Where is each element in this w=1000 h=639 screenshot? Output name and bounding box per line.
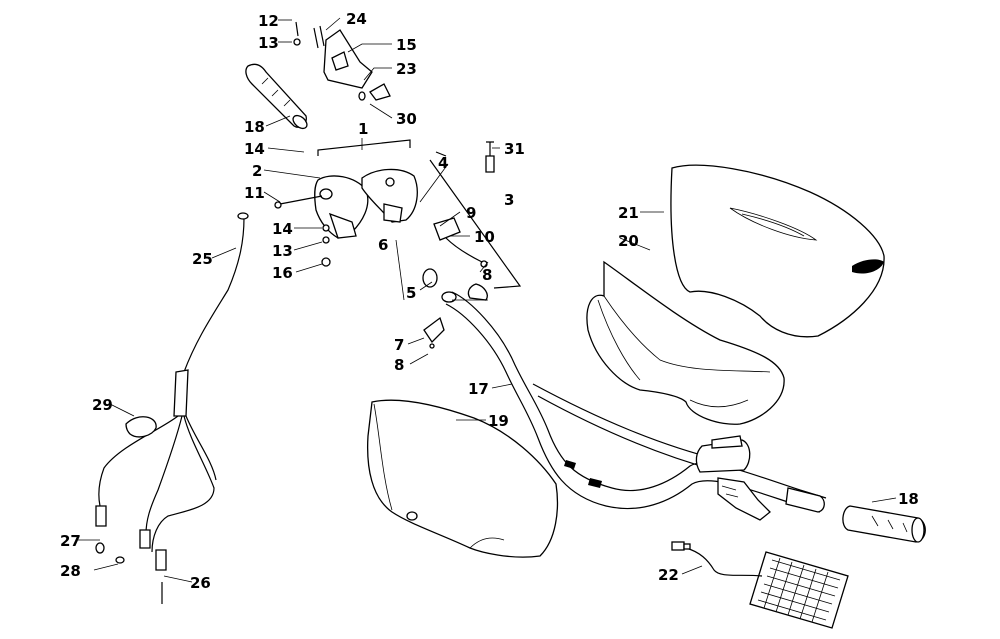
- callout-2: 2: [252, 162, 262, 180]
- callout-6: 6: [378, 236, 388, 254]
- mirror-bracket: [293, 21, 391, 101]
- callout-5: 5: [406, 284, 416, 302]
- right-grip: [785, 487, 926, 543]
- callout-9: 9: [466, 204, 476, 222]
- callout-30: 30: [396, 110, 417, 128]
- callout-20: 20: [618, 232, 639, 250]
- windshield: [670, 164, 885, 338]
- callout-1: 1: [358, 120, 368, 138]
- callout-19: 19: [488, 412, 509, 430]
- callout-10: 10: [474, 228, 495, 246]
- callout-17: 17: [468, 380, 489, 398]
- callout-18-lower: 18: [898, 490, 919, 508]
- callout-23: 23: [396, 60, 417, 78]
- callout-8-lower: 8: [394, 356, 404, 374]
- callout-24: 24: [346, 10, 367, 28]
- callout-13-upper: 13: [258, 34, 279, 52]
- hand-guard-left: [366, 399, 559, 558]
- callout-labels: 1 2 3 4 5 6 7 8 8 9 10 11 12 13 13 14 14…: [60, 10, 919, 592]
- callout-14-lower: 14: [272, 220, 293, 238]
- callout-27: 27: [60, 532, 81, 550]
- heater-element: [671, 541, 849, 629]
- cable-clamp: [125, 416, 157, 438]
- callout-25: 25: [192, 250, 213, 268]
- bushing: [422, 268, 438, 288]
- callout-11: 11: [244, 184, 265, 202]
- callout-22: 22: [658, 566, 679, 584]
- hand-guard-right: [586, 260, 785, 425]
- leader-4: [435, 151, 447, 157]
- callout-29: 29: [92, 396, 113, 414]
- callout-8-upper: 8: [482, 266, 492, 284]
- callout-21: 21: [618, 204, 639, 222]
- callout-12: 12: [258, 12, 279, 30]
- callout-28: 28: [60, 562, 81, 580]
- callout-4: 4: [438, 154, 448, 172]
- callout-15: 15: [396, 36, 417, 54]
- leader-6: [395, 239, 405, 301]
- callout-3: 3: [504, 191, 514, 209]
- callout-13-lower: 13: [272, 242, 293, 260]
- switch-assembly: [423, 217, 488, 349]
- callout-31: 31: [504, 140, 525, 158]
- left-control-housing: [274, 139, 418, 239]
- left-grip: [245, 63, 308, 130]
- bracket-outline-3: [429, 159, 522, 289]
- callout-7: 7: [394, 336, 404, 354]
- callout-16: 16: [272, 264, 293, 282]
- callout-26: 26: [190, 574, 211, 592]
- callout-18-upper: 18: [244, 118, 265, 136]
- small-hardware: [161, 141, 495, 604]
- throttle-housing: [695, 435, 771, 521]
- callout-14-upper: 14: [244, 140, 265, 158]
- leader-lines: [78, 17, 897, 583]
- wiring-harness: [95, 212, 249, 571]
